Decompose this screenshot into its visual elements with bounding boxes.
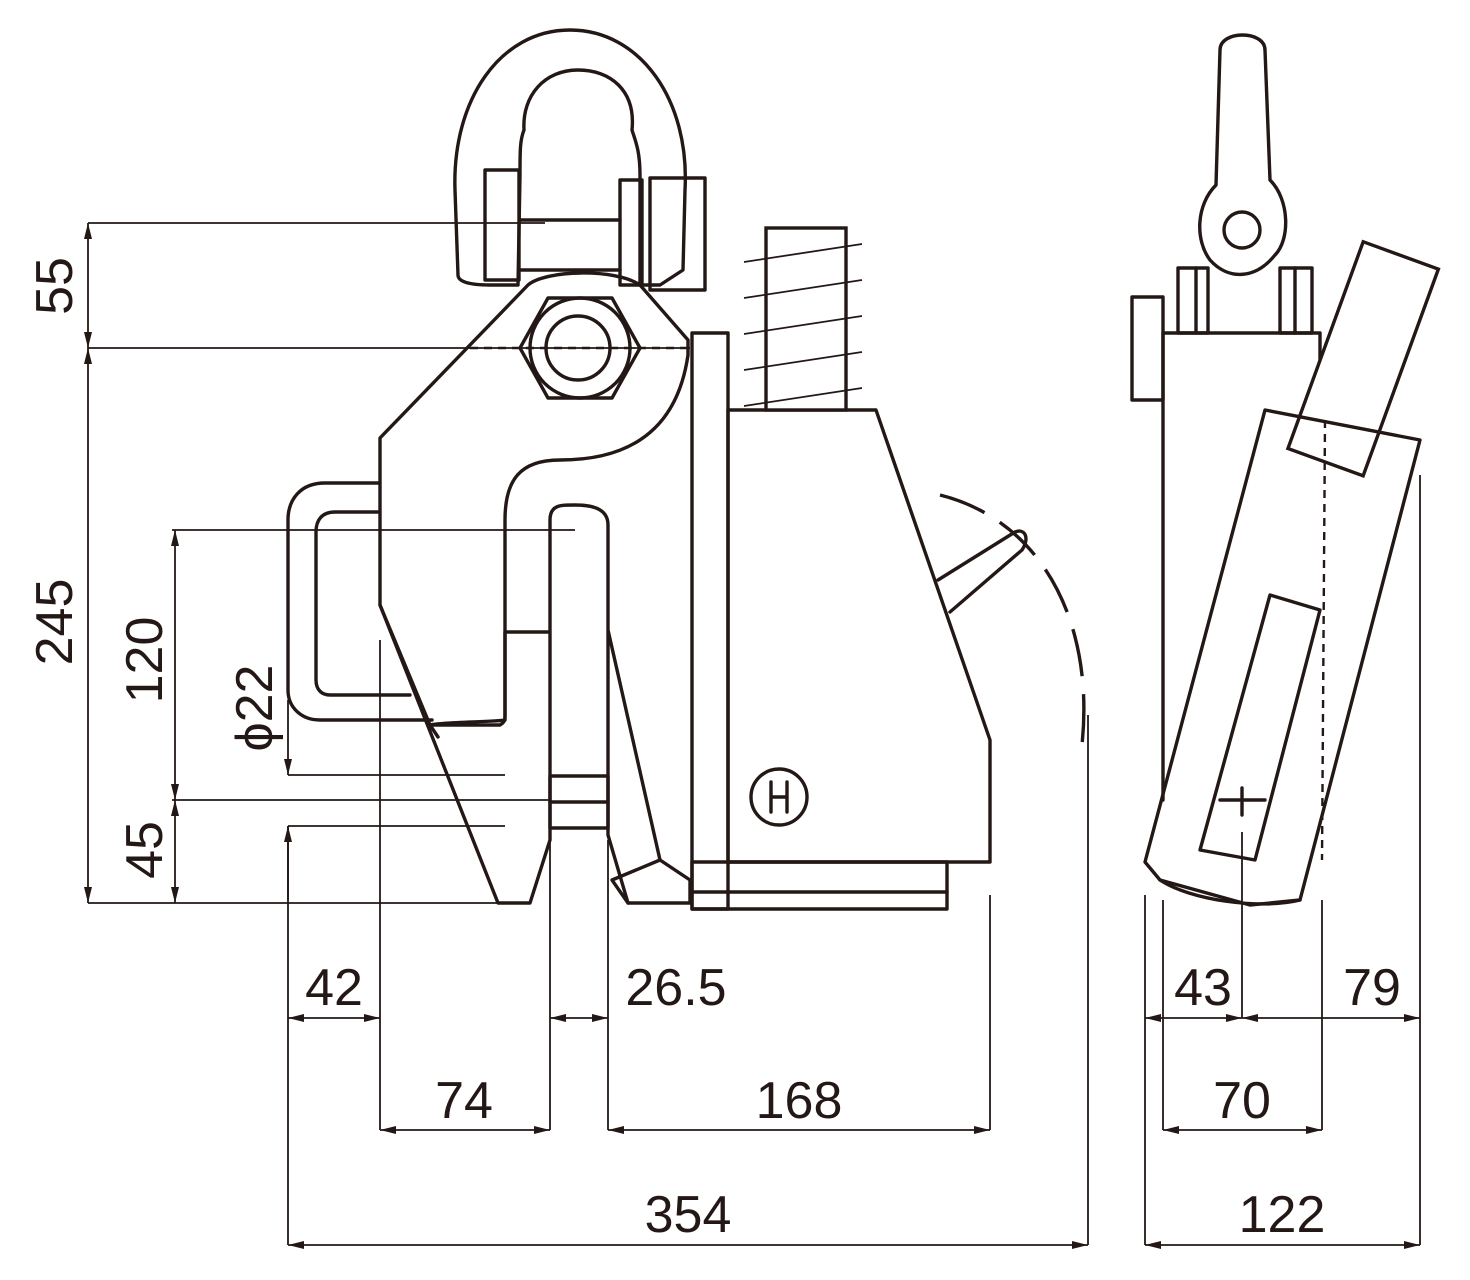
dim-354: 354 xyxy=(645,1186,732,1244)
side-view xyxy=(1130,33,1441,907)
side-housing xyxy=(1143,408,1422,907)
dim-168: 168 xyxy=(756,1072,843,1130)
dim-70: 70 xyxy=(1213,1072,1271,1130)
dim-55: 55 xyxy=(26,257,84,315)
lever-arm xyxy=(936,529,1028,614)
vertical-plate xyxy=(690,331,730,911)
dim-42: 42 xyxy=(305,959,363,1017)
base-plate xyxy=(690,860,949,911)
dim-79: 79 xyxy=(1343,959,1401,1017)
front-dimensions: 55 245 120 45 ϕ22 42 26.5 74 168 xyxy=(26,222,1089,1250)
dim-phi22: ϕ22 xyxy=(226,665,284,752)
side-dimensions: 43 79 70 122 xyxy=(1144,475,1421,1250)
front-view xyxy=(286,28,1086,911)
shackle xyxy=(453,28,707,292)
side-lifting-eye xyxy=(1198,33,1288,277)
housing-block xyxy=(726,408,992,864)
jaw-body xyxy=(378,271,690,739)
dim-120: 120 xyxy=(116,617,174,704)
knurled-grip xyxy=(764,226,848,412)
cam-tooth xyxy=(378,503,692,905)
side-body xyxy=(1161,331,1322,802)
dim-26-5: 26.5 xyxy=(625,959,726,1017)
dim-45: 45 xyxy=(116,821,174,879)
dim-43: 43 xyxy=(1174,959,1232,1017)
swing-arc xyxy=(939,493,1086,746)
dim-245: 245 xyxy=(26,579,84,666)
handle-loop xyxy=(286,481,434,722)
indicator-symbol xyxy=(749,767,809,827)
dim-122: 122 xyxy=(1239,1186,1326,1244)
dim-74: 74 xyxy=(435,1072,493,1130)
